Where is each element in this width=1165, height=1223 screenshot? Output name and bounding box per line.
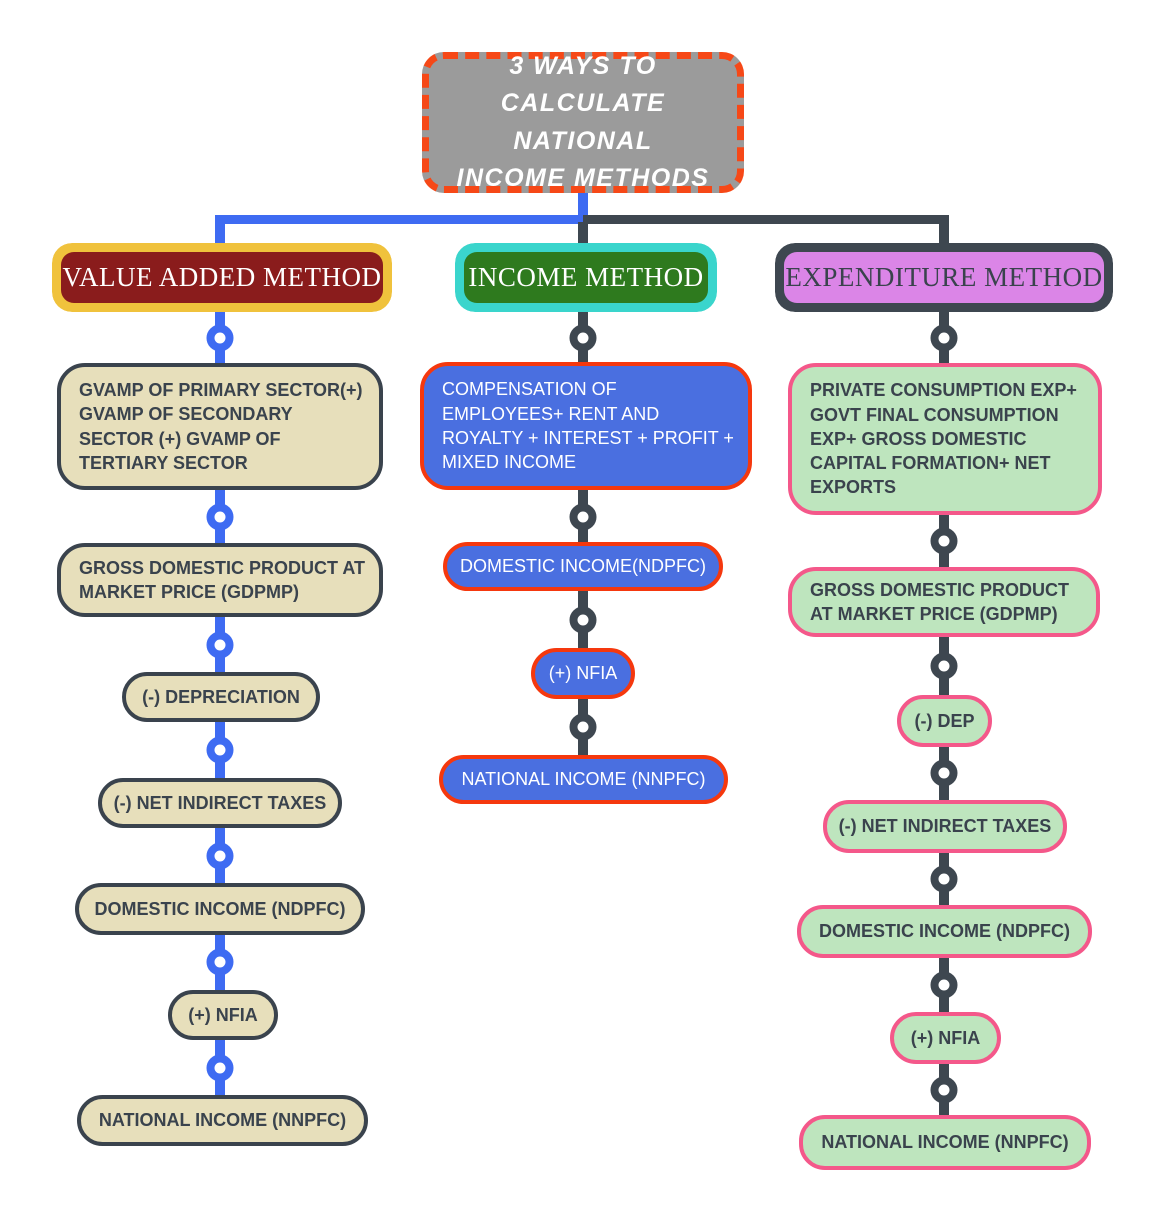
link-node-icon	[206, 503, 234, 531]
link-node-icon	[206, 324, 234, 352]
va-step-gvamp-sum: GVAMP OF PRIMARY SECTOR(+) GVAMP OF SECO…	[57, 363, 383, 490]
method-header-income: INCOME METHOD	[455, 243, 717, 312]
link-node-icon	[206, 631, 234, 659]
method-header-value-added-label: VALUE ADDED METHOD	[61, 252, 383, 303]
ex-step-gdpmp: GROSS DOMESTIC PRODUCT AT MARKET PRICE (…	[788, 567, 1100, 637]
link-node-icon	[930, 1076, 958, 1104]
va-step-nfia: (+) NFIA	[168, 990, 278, 1040]
link-node-icon	[206, 1054, 234, 1082]
link-node-icon	[206, 842, 234, 870]
link-node-icon	[930, 971, 958, 999]
connector-drop-expenditure	[939, 215, 949, 243]
ex-step-dep: (-) DEP	[897, 695, 992, 747]
spine-income	[578, 312, 588, 755]
method-header-value-added: VALUE ADDED METHOD	[52, 243, 392, 312]
connector-drop-value-added	[215, 215, 225, 243]
link-node-icon	[930, 324, 958, 352]
link-node-icon	[930, 865, 958, 893]
diagram-title: 3 WAYS TO CALCULATE NATIONAL INCOME METH…	[422, 52, 744, 193]
link-node-icon	[569, 324, 597, 352]
link-node-icon	[569, 713, 597, 741]
ex-step-national-income: NATIONAL INCOME (NNPFC)	[799, 1115, 1091, 1170]
link-node-icon	[930, 652, 958, 680]
link-node-icon	[569, 606, 597, 634]
method-header-expenditure: EXPENDITURE METHOD	[775, 243, 1113, 312]
link-node-icon	[206, 948, 234, 976]
link-node-icon	[569, 503, 597, 531]
va-step-national-income: NATIONAL INCOME (NNPFC)	[77, 1095, 368, 1146]
method-header-expenditure-label: EXPENDITURE METHOD	[784, 252, 1104, 303]
ex-step-net-indirect-taxes: (-) NET INDIRECT TAXES	[823, 800, 1067, 853]
in-step-domestic-income: DOMESTIC INCOME(NDPFC)	[443, 542, 723, 591]
ex-step-nfia: (+) NFIA	[890, 1012, 1001, 1064]
va-step-gdpmp: GROSS DOMESTIC PRODUCT AT MARKET PRICE (…	[57, 543, 383, 617]
va-step-depreciation: (-) DEPRECIATION	[122, 672, 320, 722]
link-node-icon	[930, 759, 958, 787]
in-step-nfia: (+) NFIA	[531, 648, 635, 699]
link-node-icon	[206, 736, 234, 764]
va-step-net-indirect-taxes: (-) NET INDIRECT TAXES	[98, 778, 342, 828]
connector-branch-left	[215, 215, 588, 224]
method-header-income-label: INCOME METHOD	[464, 252, 708, 303]
in-step-income-components: COMPENSATION OF EMPLOYEES+ RENT AND ROYA…	[420, 362, 752, 490]
in-step-national-income: NATIONAL INCOME (NNPFC)	[439, 755, 728, 804]
va-step-domestic-income: DOMESTIC INCOME (NDPFC)	[75, 883, 365, 935]
connector-title-stem	[578, 193, 588, 224]
ex-step-domestic-income: DOMESTIC INCOME (NDPFC)	[797, 905, 1092, 958]
link-node-icon	[930, 527, 958, 555]
connector-drop-income	[578, 222, 588, 243]
ex-step-expenditure-components: PRIVATE CONSUMPTION EXP+ GOVT FINAL CONS…	[788, 363, 1102, 515]
connector-branch-right	[583, 215, 949, 224]
